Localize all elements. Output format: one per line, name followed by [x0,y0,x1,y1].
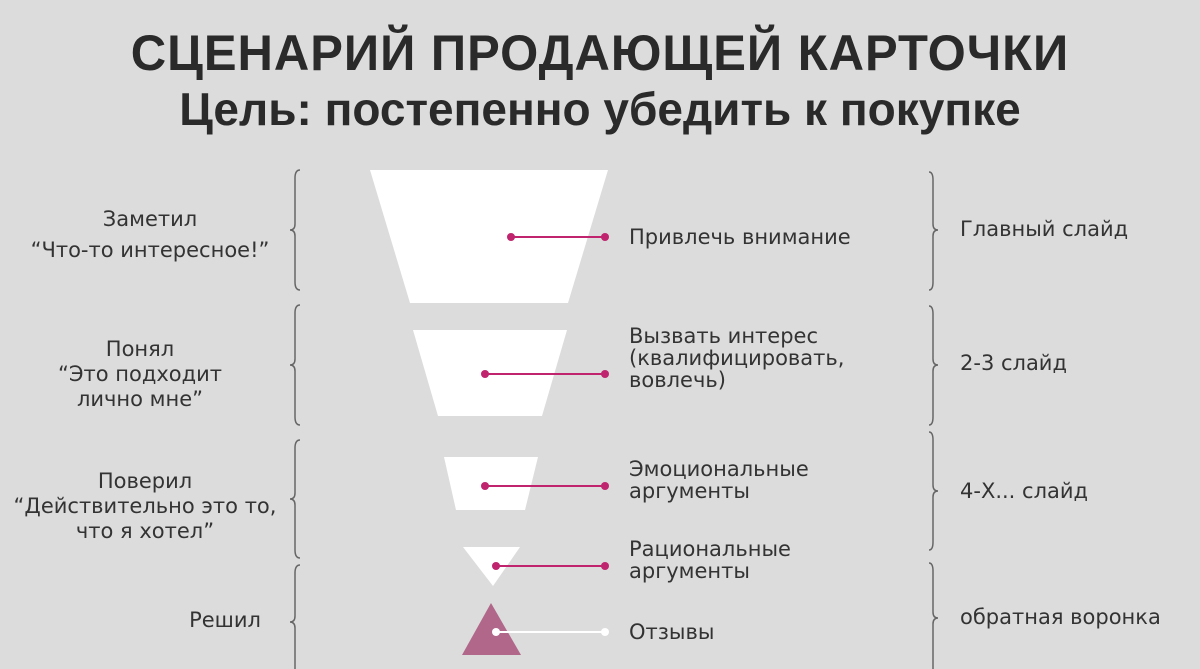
action-text: аргументы [629,559,750,583]
action-reviews: Отзывы [629,621,714,643]
slide-4-x: 4-Х... слайд [960,479,1089,503]
funnel-level-1-icon [370,170,608,303]
action-text: Вызвать интерес [629,324,819,348]
stage-name: Поверил [97,469,193,493]
action-text: Рациональные [629,537,791,561]
slide-main: Главный слайд [960,217,1129,241]
funnel-level-3-icon [444,457,538,510]
slide-2-3: 2-3 слайд [960,351,1067,375]
reverse-funnel-triangle-icon [462,603,521,655]
stage-quote: “Действительно это то, [13,494,277,518]
action-text: Эмоциональные [629,457,809,481]
brace-left-1-icon [289,169,301,291]
action-attract-attention: Привлечь внимание [629,226,851,248]
action-text: вовлечь) [629,368,726,392]
stage-quote: лично мне” [76,387,204,411]
stage-decided: Решил [150,608,300,633]
stage-name: Решил [189,608,261,632]
stage-noticed: Заметил “Что-то интересное!” [30,207,270,263]
action-text: аргументы [629,479,750,503]
connector-5 [492,628,609,636]
funnel-tip-icon [463,547,520,586]
stage-name: Заметил [102,207,198,231]
action-emotional-arguments: Эмоциональные аргументы [629,458,809,502]
page-title: СЦЕНАРИЙ ПРОДАЮЩЕЙ КАРТОЧКИ [130,25,1070,81]
brace-right-1-icon [928,171,939,291]
action-rational-arguments: Рациональные аргументы [629,538,791,582]
brace-left-4-icon [289,564,301,669]
brace-right-3-icon [928,431,939,551]
stage-quote: “Что-то интересное!” [30,238,270,262]
brace-left-3-icon [289,439,301,559]
stage-quote: что я хотел” [75,519,215,543]
action-text: (квалифицировать, [629,346,845,370]
action-text: Привлечь внимание [629,225,851,249]
stage-quote: “Это подходит [57,362,223,386]
brace-left-2-icon [289,304,301,426]
page-subtitle: Цель: постепенно убедить к покупке [179,83,1021,135]
brace-right-2-icon [928,305,939,426]
stage-believed: Поверил “Действительно это то, что я хот… [0,469,290,544]
slide-reverse-funnel: обратная воронка [960,605,1161,629]
connector-2 [481,370,609,378]
action-raise-interest: Вызвать интерес (квалифицировать, вовлеч… [629,325,844,391]
connector-1 [507,233,609,241]
connector-3 [481,482,609,490]
brace-right-4-icon [928,562,939,669]
stage-name: Понял [105,337,175,361]
action-text: Отзывы [629,620,715,644]
stage-understood: Понял “Это подходит лично мне” [40,337,240,412]
connector-4 [492,562,609,570]
